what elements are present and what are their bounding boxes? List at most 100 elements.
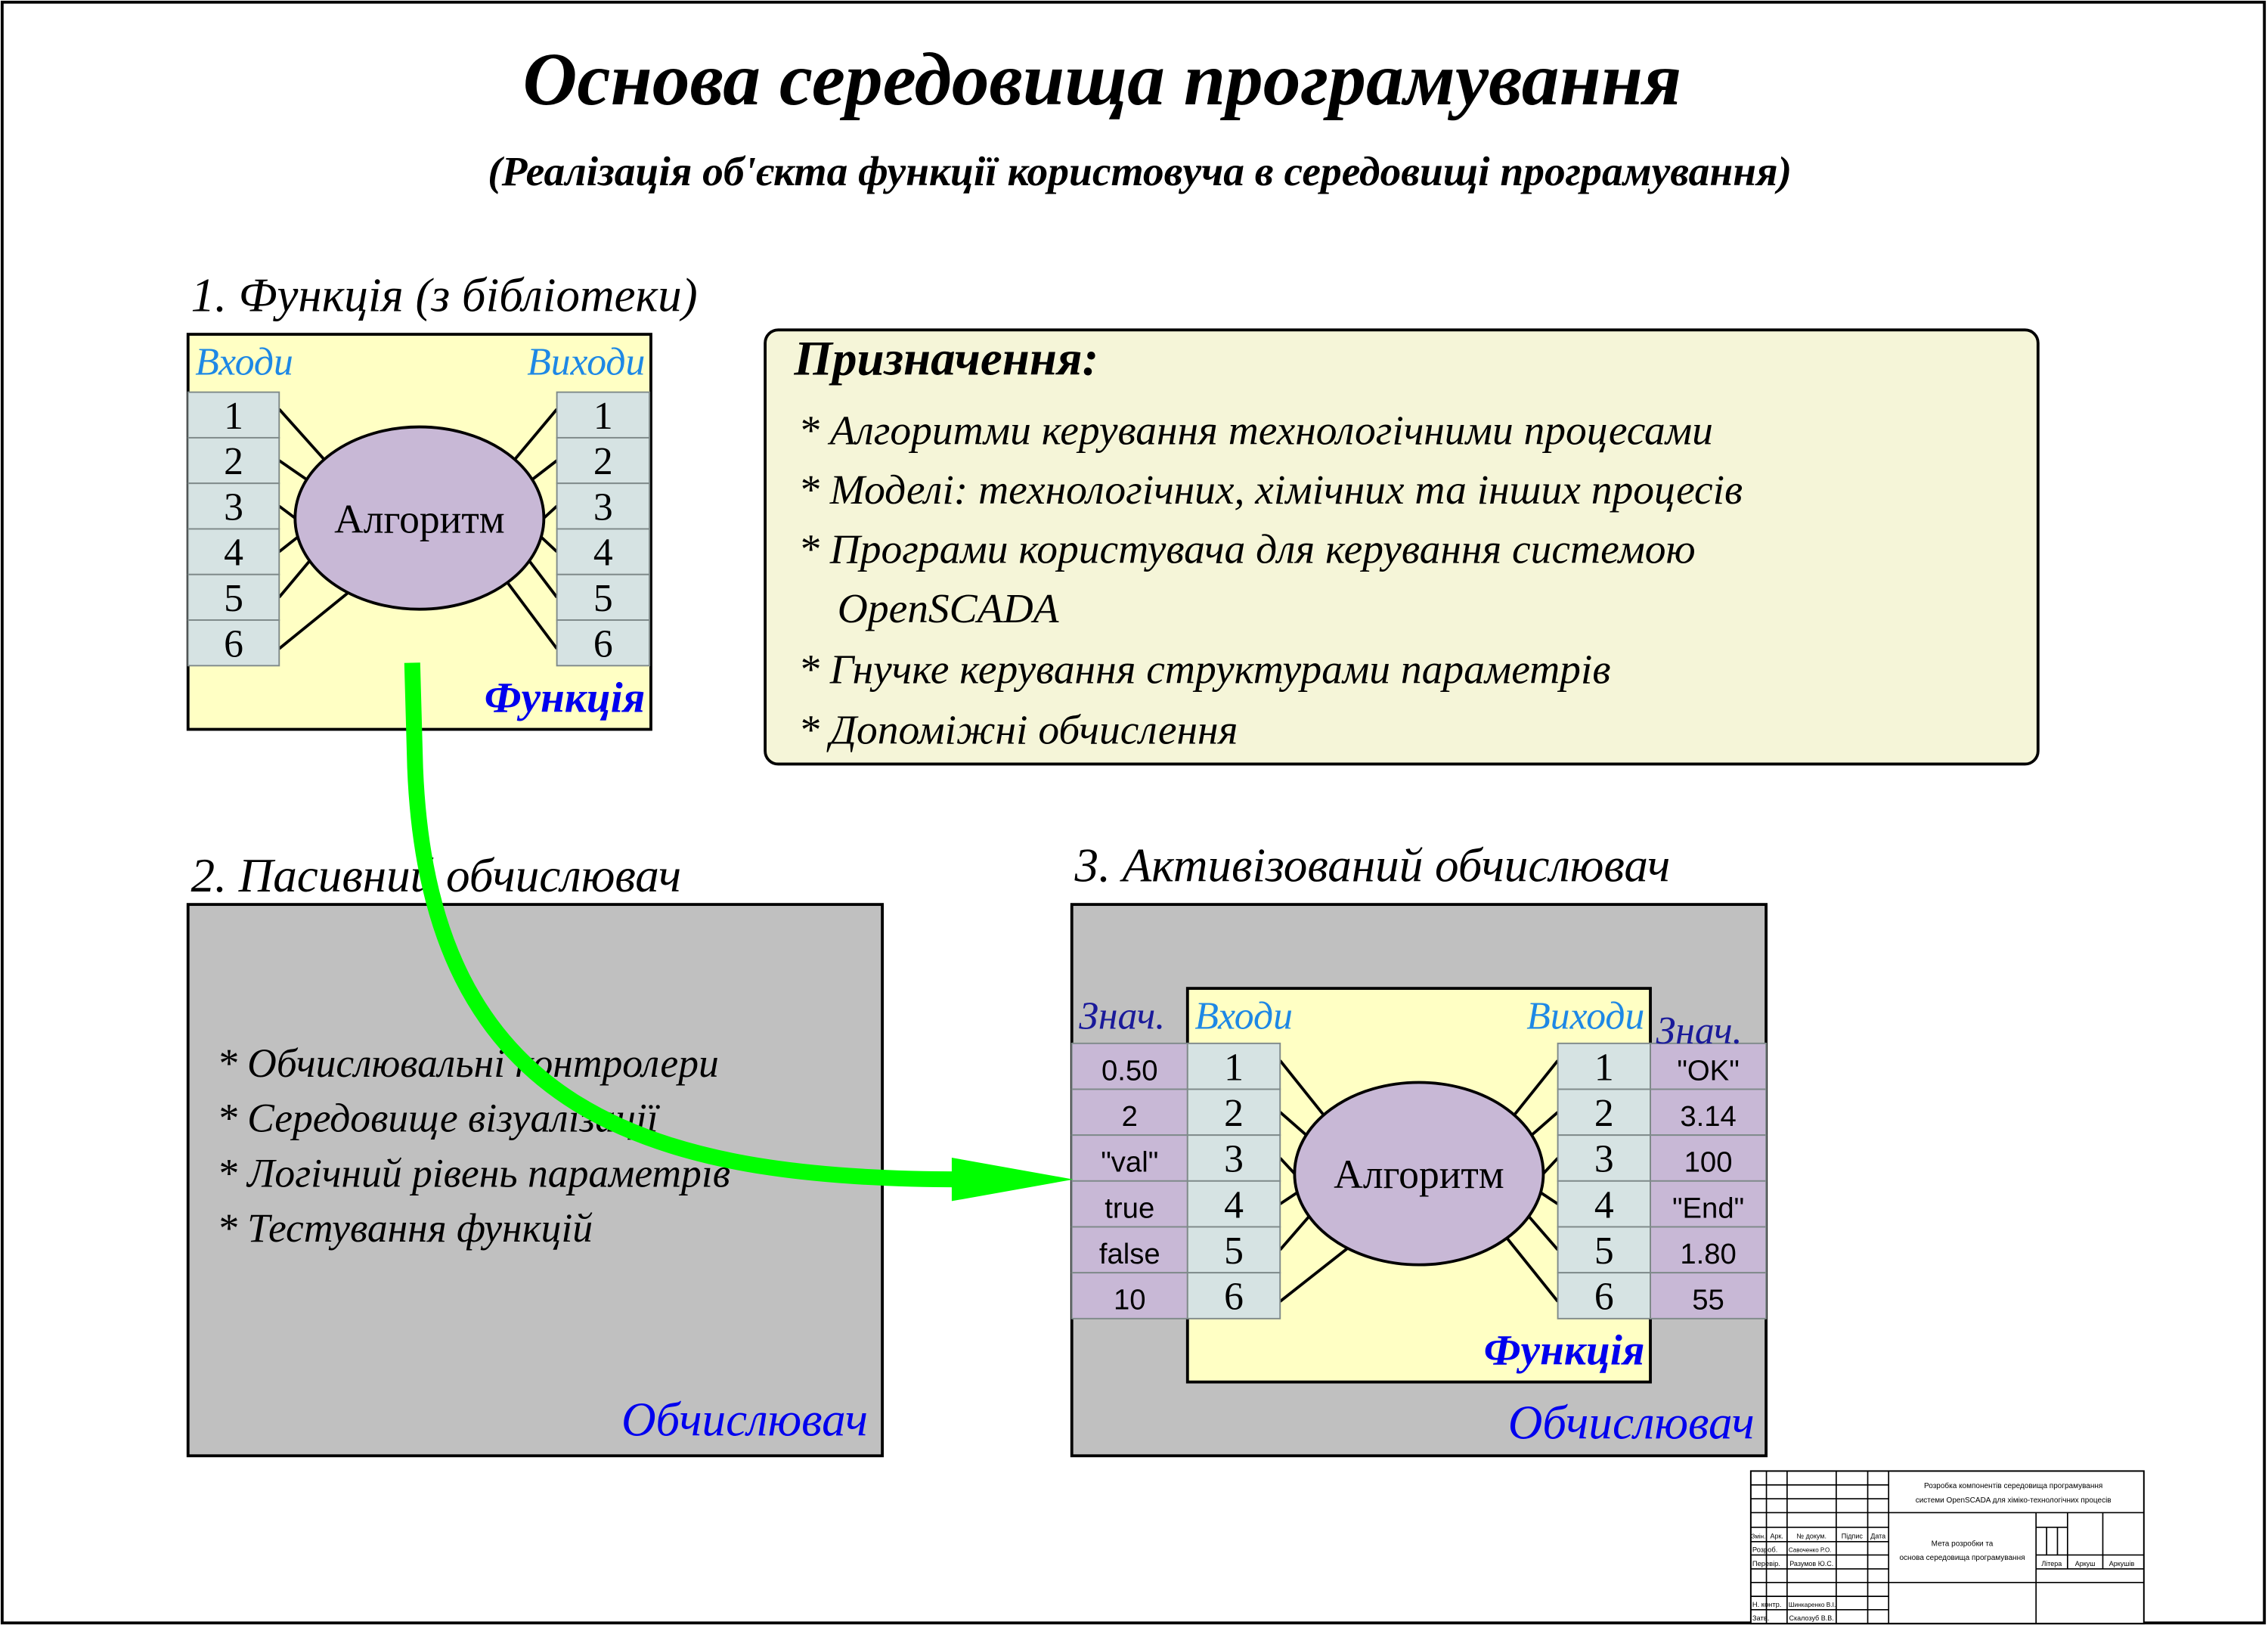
purpose-item: OpenSCADA [838, 586, 1060, 632]
wire [513, 408, 559, 460]
input-port: 4 [1224, 1183, 1244, 1226]
purpose-heading: Призначення: [793, 332, 1098, 386]
col-header: Підпис [1842, 1532, 1864, 1540]
wire [543, 504, 558, 519]
input-port-cell [1186, 1042, 1281, 1090]
role-label: Затв. [1752, 1614, 1769, 1622]
wire [1278, 1111, 1308, 1136]
output-port-cell [556, 391, 651, 439]
col-header: Дата [1870, 1532, 1885, 1540]
input-port-cell [187, 436, 280, 485]
section1-heading: 1. Функція (з бібліотеки) [191, 268, 698, 321]
input-port: 3 [1224, 1138, 1244, 1181]
function-label: Функція [485, 674, 646, 722]
output-value-cell [1650, 1272, 1768, 1319]
output-port: 4 [1594, 1183, 1614, 1226]
section3-heading: 3. Активізований обчислювач [1074, 839, 1671, 892]
algorithm-ellipse [293, 425, 546, 611]
wire [1527, 1215, 1560, 1251]
litera-label: Літера [2041, 1560, 2062, 1568]
active-calculator: Алгоритм 0.502"val"truefalse101234561234… [1070, 903, 1768, 1458]
instantiation-arrow [404, 662, 1074, 1202]
page-subtitle: (Реалізація об'єкта функції користовуча … [488, 149, 1792, 195]
wire [506, 581, 559, 650]
output-value-cell [1650, 1226, 1768, 1274]
input-port-cell [1186, 1226, 1281, 1274]
function-label: Функція [1484, 1327, 1645, 1375]
wires [277, 408, 559, 650]
calculator-item: * Обчислювальні контролери [217, 1040, 719, 1086]
page-title: Основа середовища програмування [523, 37, 1682, 121]
output-value: 1.80 [1680, 1238, 1736, 1270]
title-block: Розробка компонентів середовища програму… [1749, 1470, 2145, 1625]
purpose-item: * Алгоритми керування технологічними про… [798, 408, 1713, 454]
wire [278, 459, 308, 481]
wire [1279, 1247, 1349, 1303]
wire [1542, 1157, 1559, 1175]
inputs-label: Входи [1194, 995, 1293, 1038]
purpose-item: * Допоміжні обчислення [798, 708, 1238, 754]
wire [1513, 1059, 1560, 1116]
role-label: Розроб. [1752, 1546, 1777, 1553]
input-port: 2 [224, 440, 243, 483]
wire [1278, 1215, 1311, 1251]
input-port-cell [1186, 1272, 1281, 1319]
col-header: Арк. [1770, 1532, 1783, 1540]
algorithm-label: Алгоритм [1334, 1152, 1504, 1197]
output-port-cell [1557, 1042, 1651, 1090]
wire [1530, 1111, 1559, 1136]
wire [278, 535, 299, 554]
title-block-frame [1749, 1470, 2145, 1625]
calculator-item: * Логічний рівень параметрів [217, 1150, 730, 1195]
output-port: 6 [1594, 1276, 1614, 1319]
input-value: true [1105, 1192, 1154, 1224]
outputs-label: Виходи [1526, 995, 1644, 1038]
output-port: 2 [1594, 1092, 1614, 1135]
output-port: 5 [1594, 1230, 1614, 1273]
input-value-cell [1070, 1088, 1188, 1136]
wire [1505, 1237, 1560, 1303]
output-port: 2 [593, 440, 613, 483]
project-title-line: системи OpenSCADA для хіміко-технологічн… [1916, 1496, 2112, 1505]
inputs-label: Входи [195, 341, 293, 384]
input-port-cell [1186, 1180, 1281, 1228]
input-port-cell [187, 391, 280, 439]
value-label-left: Знач. [1079, 995, 1165, 1038]
role-name: Разумов Ю.С. [1789, 1560, 1833, 1568]
input-port: 4 [224, 532, 243, 575]
wire [1278, 1157, 1296, 1175]
output-port: 5 [593, 577, 613, 620]
output-port-cell [556, 573, 651, 622]
output-port-cell [556, 528, 651, 575]
calculator-label: Обчислювач [621, 1393, 868, 1446]
wire [528, 560, 559, 599]
sheet-label: Аркуш [2075, 1560, 2096, 1568]
wires [1278, 1059, 1560, 1303]
algorithm-ellipse [1293, 1081, 1545, 1267]
wire [278, 504, 296, 519]
role-label: Н. контр. [1752, 1601, 1781, 1608]
calculator-box [186, 903, 885, 1458]
wire [278, 591, 349, 650]
input-port: 5 [224, 577, 243, 620]
input-port: 6 [1224, 1276, 1244, 1319]
output-port: 3 [1594, 1138, 1614, 1181]
purpose-panel: Призначення: * Алгоритми керування техно… [764, 328, 2040, 766]
input-value: false [1099, 1238, 1160, 1270]
input-value: "val" [1101, 1146, 1158, 1179]
output-value: "End" [1672, 1192, 1744, 1224]
output-port-cell [556, 436, 651, 485]
output-value-cell [1650, 1088, 1768, 1136]
sheet-title-line: Мета розробки та [1932, 1539, 1994, 1548]
title-block-grid [1750, 1471, 2144, 1624]
output-port-cell [1557, 1088, 1651, 1136]
input-value-cell [1070, 1042, 1188, 1090]
sheets-label: Аркушів [2109, 1560, 2135, 1568]
wire [1279, 1191, 1299, 1205]
input-port: 1 [224, 395, 243, 438]
output-port: 1 [593, 395, 613, 438]
calculator-item: * Тестування функцій [217, 1205, 593, 1251]
output-port: 4 [593, 532, 613, 575]
input-value: 2 [1122, 1100, 1138, 1133]
